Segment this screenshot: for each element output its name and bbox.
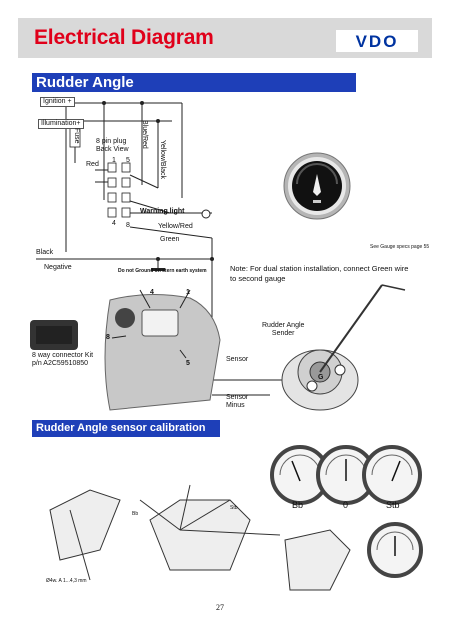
connector-pin-4: 4: [150, 289, 154, 296]
calib-bb-label: Bb: [292, 500, 304, 510]
pin-4-label: 4: [112, 220, 116, 227]
calib-bb-small: Bb: [132, 511, 139, 517]
yellow-red-label: Yellow/Red: [158, 223, 193, 230]
calibration-illustrations: [49, 445, 423, 591]
ground-note: Do not Ground on stern earth system: [118, 268, 207, 274]
ignition-label: Ignition +: [40, 97, 75, 107]
red-label: Red: [86, 161, 99, 168]
blue-red-label: Blue/Red: [141, 120, 148, 149]
drill-note: Ø4w. A 1...4,3 mm: [46, 578, 87, 584]
vdo-logo-bg: [336, 30, 418, 52]
section-title-rudder-angle: Rudder Angle: [32, 73, 356, 92]
pin-8-label: 8: [126, 222, 130, 229]
calib-stb-label: Stb: [386, 500, 400, 510]
green-label: Green: [160, 236, 180, 243]
plug-label-line1: 8 pin plug: [96, 138, 127, 145]
connector-kit-line1: 8 way connector Kit: [32, 352, 94, 359]
sender-g-label: G: [318, 374, 324, 381]
pin-1-label: 1: [112, 157, 116, 164]
section-title-calibration: Rudder Angle sensor calibration: [32, 420, 220, 437]
connector-kit-line2: p/n A2C59510850: [32, 360, 89, 367]
vdo-logo: VDO: [336, 30, 418, 52]
negative-label: Negative: [44, 264, 72, 271]
sensor-minus-line1: Sensor: [226, 394, 249, 401]
plug-label-line2: Back View: [96, 146, 129, 153]
see-gauge-note: See Gauge specs page 55: [370, 244, 430, 250]
black-label: Black: [36, 249, 54, 256]
warning-light-label: Warning light: [140, 208, 185, 215]
page-title: Electrical Diagram: [34, 26, 214, 49]
sensor-minus-line2: Minus: [226, 402, 245, 409]
calib-stb-small: Stb: [230, 505, 238, 511]
sensor-label: Sensor: [226, 356, 249, 363]
rudder-gauge-image: [283, 152, 351, 220]
fuse-label: Fuse: [73, 128, 80, 144]
vdo-logo-text: VDO: [356, 32, 399, 51]
connector-pin-8: 8: [106, 334, 110, 341]
pin-5-label: 5: [126, 157, 130, 164]
connector-pin-5: 5: [186, 360, 190, 367]
calib-zero-label: 0: [343, 500, 349, 510]
connector-pin-1: 1: [186, 289, 190, 296]
yellow-black-label: Yellow/Black: [159, 140, 166, 180]
dual-station-note: Note: For dual station installation, con…: [230, 264, 409, 283]
page-number: 27: [216, 603, 224, 612]
illumination-label: Illumination+: [38, 119, 84, 129]
sender-label-line2: Sender: [271, 330, 295, 337]
sender-label-line1: Rudder Angle: [262, 322, 305, 329]
sender-photo-area: [30, 284, 406, 411]
